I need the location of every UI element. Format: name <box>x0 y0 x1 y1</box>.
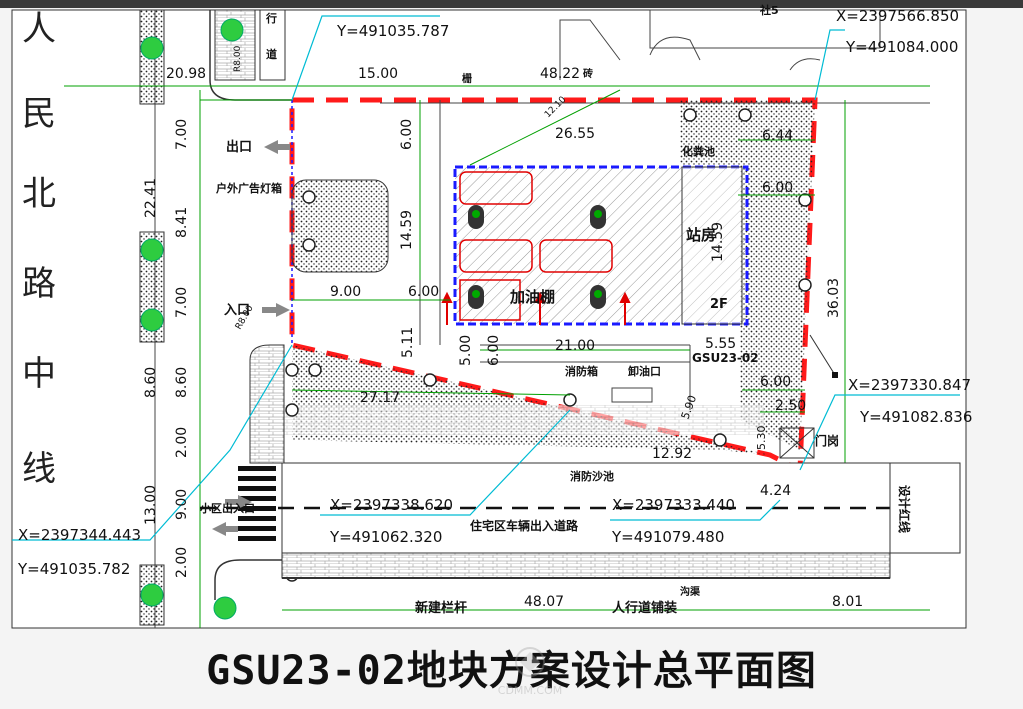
entrance-label: 入口 <box>224 303 250 318</box>
fence-label: 栅 <box>462 72 472 85</box>
dim-text: 2.00 <box>174 547 190 578</box>
dim-text: 5.00 <box>458 335 474 366</box>
dim-text: 15.00 <box>358 66 398 82</box>
road-char: 北 <box>22 174 56 214</box>
dim-text: 36.03 <box>826 278 842 318</box>
direction-arrow-icon <box>212 140 290 536</box>
canopy-label: 加油棚 <box>509 288 555 306</box>
dim-text: 9.00 <box>174 489 190 520</box>
floors-label: 2F <box>710 297 728 312</box>
dim-text: 21.00 <box>555 338 595 354</box>
dim-text: 14.59 <box>399 210 415 250</box>
dim-text: 22.41 <box>143 178 159 218</box>
dim-text: 6.44 <box>762 128 793 144</box>
site-plan-drawing <box>11 9 967 629</box>
guard-label: 门岗 <box>815 433 839 448</box>
fire-box-label: 消防箱 <box>565 364 598 378</box>
drawing-title: GSU23-02地块方案设计总平面图 <box>206 648 817 694</box>
dim-text: 5.30 <box>755 426 768 451</box>
road-char: 人 <box>22 9 56 49</box>
road-char: 中 <box>22 354 56 394</box>
dim-text: 6.00 <box>762 180 793 196</box>
coord-text: Y=491079.480 <box>611 528 724 546</box>
coordinate-labels: X=2397566.850 Y=491084.000 Y=491035.787 … <box>17 7 972 578</box>
oil-port-label: 卸油口 <box>628 364 661 378</box>
coord-text: X=2397330.847 <box>848 376 971 394</box>
dim-text: 6.00 <box>760 374 791 390</box>
coord-text: X=2397344.443 <box>18 526 141 544</box>
dim-text: R8.00 <box>233 45 243 72</box>
fire-sand-label: 消防沙池 <box>570 469 614 483</box>
dim-text: 12.10 <box>543 95 568 120</box>
dim-text: 2.00 <box>174 427 190 458</box>
text-layer: 人 民 北 路 中 线 出口 入口 户外广告灯箱 加油棚 站房 2F 化粪池 消… <box>17 3 972 616</box>
dim-text: 12.92 <box>652 446 692 462</box>
billboard-plot <box>291 179 389 273</box>
new-railing-label: 新建栏杆 <box>415 600 467 616</box>
coord-text: X=2397566.850 <box>836 7 959 25</box>
fuel-pump-icon <box>468 205 606 309</box>
coord-text: Y=491035.787 <box>336 22 449 40</box>
road-char: 路 <box>22 264 56 304</box>
coord-text: Y=491082.836 <box>859 408 972 426</box>
dim-text: 6.00 <box>399 119 415 150</box>
dim-text: 20.98 <box>166 66 206 82</box>
walk-top-label: 道 <box>266 47 277 61</box>
green-tree-icon <box>140 18 244 620</box>
dim-text: 8.60 <box>143 367 159 398</box>
community-exit-label: 小区出入口 <box>199 501 255 515</box>
top-right-label: 社5 <box>759 3 779 17</box>
coord-text: X=2397333.440 <box>612 496 735 514</box>
dim-text: 8.01 <box>832 594 863 610</box>
dim-text: 26.55 <box>555 126 595 142</box>
billboard-label: 户外广告灯箱 <box>216 181 282 195</box>
exit-label: 出口 <box>226 139 252 155</box>
road-name: 人 民 北 路 中 线 <box>22 9 56 489</box>
dim-text: 6.00 <box>486 335 502 366</box>
sidewalk-paving-label: 人行道铺装 <box>612 600 677 616</box>
station-label: 站房 <box>686 226 716 244</box>
dim-text: 27.17 <box>360 390 400 406</box>
parcel-label: GSU23-02 <box>692 351 759 365</box>
ditch-label: 沟渠 <box>680 585 701 598</box>
dim-text: 7.00 <box>174 287 190 318</box>
walk-top-label: 行 <box>265 11 277 25</box>
residential-road-label: 住宅区车辆出入道路 <box>470 518 579 533</box>
watermark-text: CDMM.COM <box>498 684 562 697</box>
dim-text: 5.90 <box>679 394 700 421</box>
dim-text: 7.00 <box>174 119 190 150</box>
watermark-logo: CDMM.COM <box>498 647 562 697</box>
brick-label: 砖 <box>583 67 593 80</box>
dim-text: 8.60 <box>174 367 190 398</box>
guard-house <box>779 427 815 459</box>
coordinate-leader-lines <box>12 15 960 541</box>
sidewalk-bottom <box>281 552 891 579</box>
dim-text: 9.00 <box>330 284 361 300</box>
canopy-outline <box>453 165 749 326</box>
road-char: 线 <box>22 449 56 489</box>
coord-text: X=2397338.620 <box>330 496 453 514</box>
dim-text: 5.55 <box>705 336 736 352</box>
road-char: 民 <box>22 94 56 134</box>
dim-text: 5.11 <box>400 327 416 358</box>
dim-text: 48.07 <box>524 594 564 610</box>
traffic-arrow-icon <box>441 291 631 325</box>
tree-symbol-icon <box>285 108 812 582</box>
window-top-bar <box>0 0 1023 8</box>
coord-text: Y=491035.782 <box>17 560 130 578</box>
dim-text: 4.24 <box>760 483 791 499</box>
dim-text: 6.00 <box>408 284 439 300</box>
coord-text: Y=491062.320 <box>329 528 442 546</box>
dim-text: 8.41 <box>174 207 190 238</box>
dim-text: 14.59 <box>710 222 726 262</box>
dim-text: 13.00 <box>143 485 159 525</box>
station-building <box>681 166 743 325</box>
coord-text: Y=491084.000 <box>845 38 958 56</box>
septic-label: 化粪池 <box>682 144 715 158</box>
dim-text: 48.22 <box>540 66 580 82</box>
crosswalk <box>238 466 276 541</box>
design-line-label: 设计红线 <box>897 485 912 533</box>
dim-text: 2.50 <box>775 398 806 414</box>
